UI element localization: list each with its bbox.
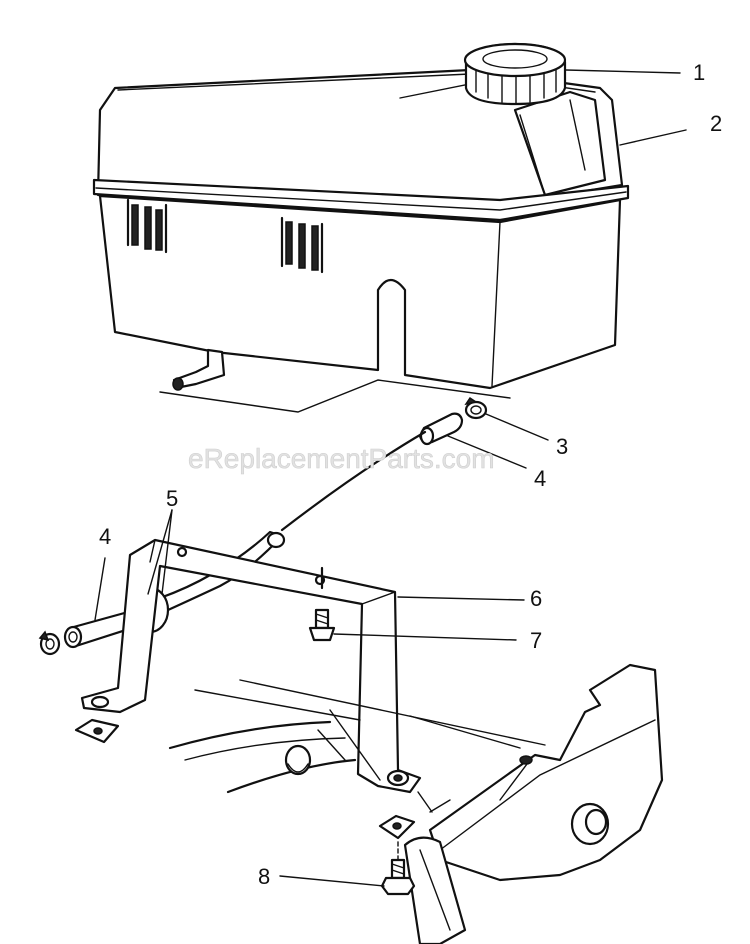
callout-7[interactable]: 7: [530, 628, 542, 653]
hose-clamp-lower[interactable]: [38, 630, 61, 656]
callout-4-lower[interactable]: 4: [99, 524, 111, 549]
callout-8[interactable]: 8: [258, 864, 270, 889]
fuel-tank[interactable]: [92, 68, 630, 413]
callout-5[interactable]: 5: [166, 486, 178, 511]
hose-clamp-upper[interactable]: [464, 396, 488, 420]
leader-lines: [94, 69, 687, 887]
frame-deck: [168, 663, 664, 944]
callout-6[interactable]: 6: [530, 586, 542, 611]
callout-4-upper[interactable]: 4: [534, 466, 546, 491]
filler-cap[interactable]: [463, 42, 567, 106]
screw-upper[interactable]: [308, 566, 336, 642]
nut-plate[interactable]: [74, 718, 120, 744]
callout-3[interactable]: 3: [556, 434, 568, 459]
mounting-bracket[interactable]: [80, 538, 422, 794]
watermark-text: eReplacementParts.com: [188, 443, 495, 474]
bolt-lower[interactable]: [380, 841, 416, 896]
callout-1[interactable]: 1: [693, 60, 705, 85]
callout-2[interactable]: 2: [710, 111, 722, 136]
